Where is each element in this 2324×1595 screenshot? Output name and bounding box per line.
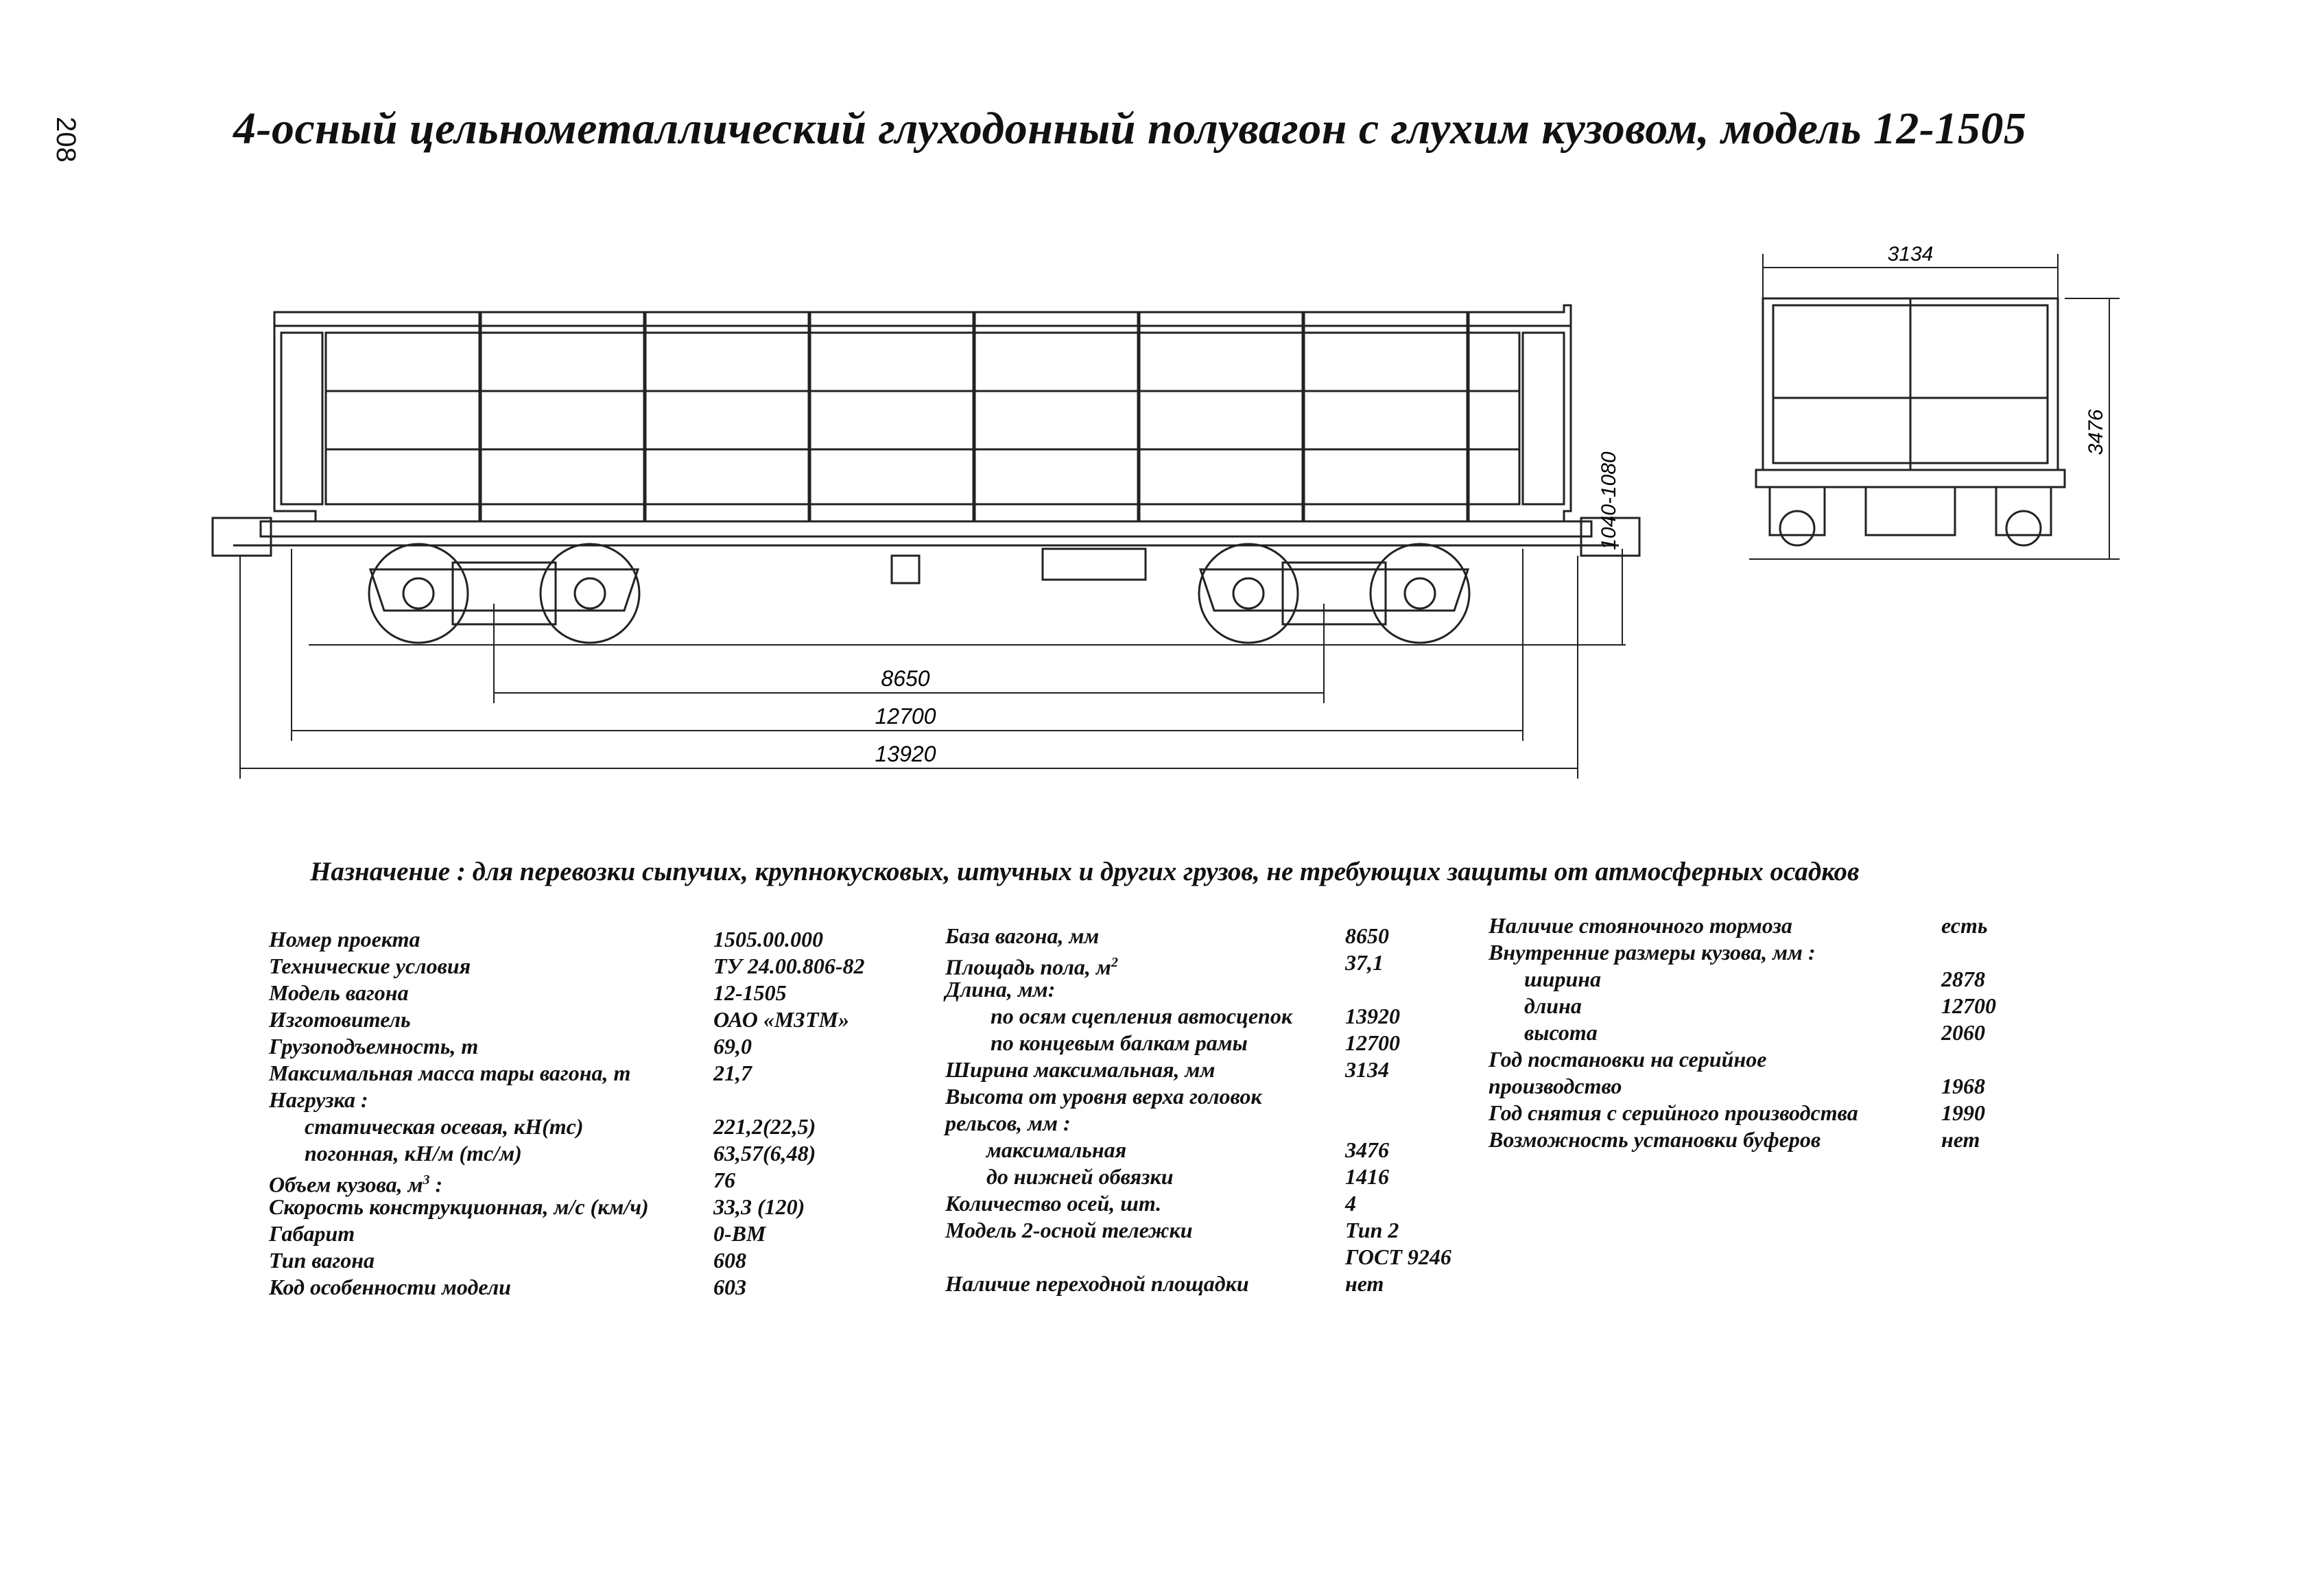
- spec-row: Высота от уровня верха головок: [945, 1084, 1262, 1109]
- bogie-right: [1198, 543, 1471, 644]
- spec-row: Внутренние размеры кузова, мм :: [1489, 940, 1816, 965]
- spec-row: рельсов, мм :: [945, 1111, 1071, 1135]
- spec-row: погонная, кН/м (тс/м)63,57(6,48): [305, 1141, 816, 1166]
- end-view-drawing: 3134 3476: [1749, 243, 2120, 560]
- spec-row: Скорость конструкционная, м/с (км/ч)33,3…: [269, 1194, 805, 1219]
- dim-coupler-length: 13920: [875, 742, 936, 766]
- spec-row: ГОСТ 9246: [1345, 1244, 1451, 1269]
- car-body-outline: [273, 304, 1572, 523]
- spec-row: Длина, мм:: [945, 977, 1056, 1002]
- bogie-left: [368, 543, 641, 644]
- dim-frame-length: 12700: [875, 704, 936, 729]
- dim-width: 3134: [1888, 243, 1934, 265]
- spec-row: Нагрузка :: [269, 1087, 368, 1112]
- spec-row: Объем кузова, м3 :76: [269, 1168, 735, 1197]
- purpose-text: Назначение : для перевозки сыпучих, круп…: [310, 857, 1860, 886]
- dim-base: 8650: [881, 666, 929, 691]
- spec-row: статическая осевая, кН(тс)221,2(22,5): [305, 1114, 816, 1139]
- side-view-drawing: 8650 12700 13920 1040-1080: [211, 304, 1641, 779]
- page-number: 208: [51, 117, 81, 163]
- dim-height-range: 1040-1080: [1598, 451, 1620, 550]
- page-title: 4-осный цельнометаллический глуходонный …: [233, 104, 2027, 154]
- spec-row: Количество осей, шт.4: [945, 1191, 1356, 1216]
- dim-height: 3476: [2085, 409, 2107, 455]
- spec-row: Год постановки на серийное: [1489, 1047, 1767, 1072]
